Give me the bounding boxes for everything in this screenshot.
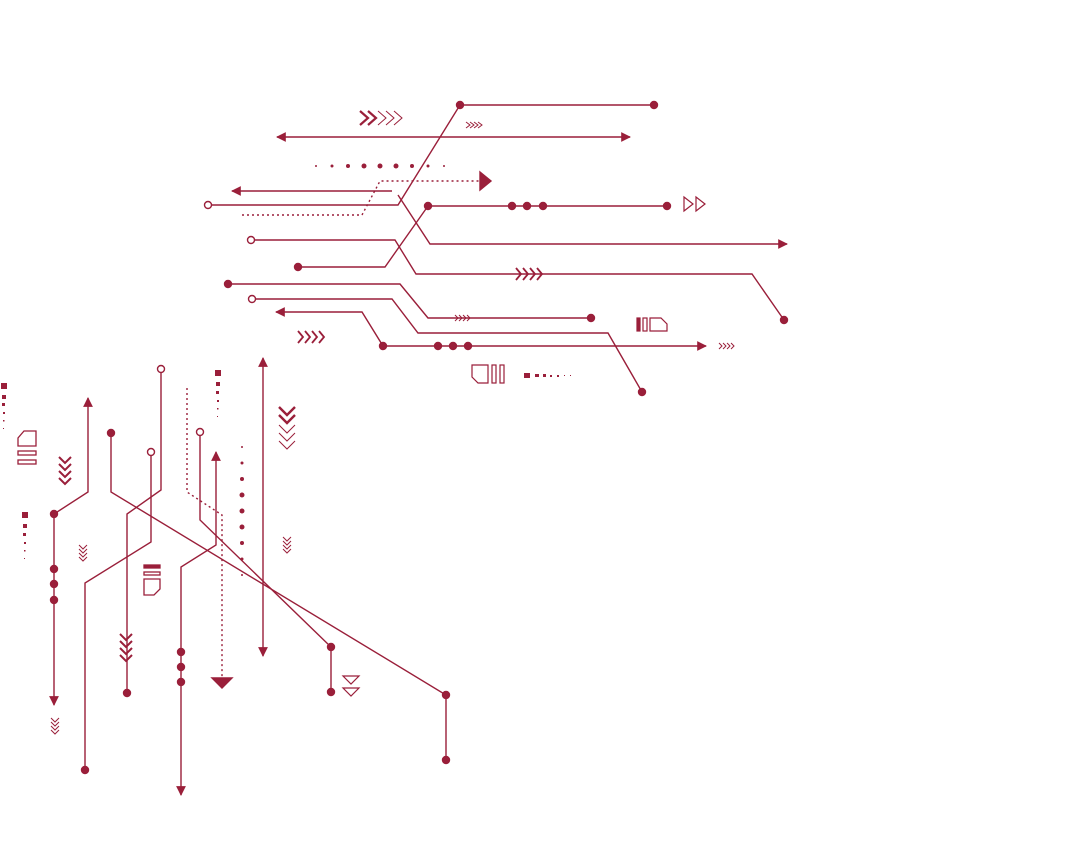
circuit-line xyxy=(84,452,152,770)
chevron-right-icon xyxy=(297,330,326,344)
circuit-line xyxy=(298,205,429,268)
chevron-right-icon xyxy=(465,121,483,129)
circuit-line xyxy=(251,239,785,321)
chevron-right-icon xyxy=(359,110,403,126)
arrow-line xyxy=(275,307,707,351)
circuit-line xyxy=(208,104,461,206)
arrow-line xyxy=(49,397,93,706)
triangle-down-outline-icon xyxy=(341,675,361,697)
chevron-down-icon xyxy=(78,544,88,562)
dot-column xyxy=(239,446,245,576)
chevron-down-icon xyxy=(50,717,60,735)
dot-row xyxy=(315,163,445,169)
chevron-down-icon xyxy=(58,456,72,486)
dotted-line xyxy=(186,388,223,678)
file-icon xyxy=(636,317,668,332)
play-outline-icon xyxy=(683,195,706,213)
file-icon xyxy=(143,564,161,596)
circuit-line xyxy=(110,433,447,760)
chevron-down-icon xyxy=(282,536,292,554)
square-dots-column xyxy=(1,383,7,429)
file-icon xyxy=(17,430,37,465)
node-ring xyxy=(203,200,213,210)
chevron-right-icon xyxy=(718,342,735,350)
node-dot xyxy=(649,100,659,110)
chevron-down-icon xyxy=(119,633,133,663)
triangle-arrow-icon xyxy=(479,170,493,192)
arrow-line xyxy=(176,451,221,796)
arrow-line-right xyxy=(397,194,788,249)
circuit-line xyxy=(228,283,591,319)
circuit-line xyxy=(126,369,162,693)
circuit-line xyxy=(199,432,332,692)
dotted-line xyxy=(242,180,482,216)
chevron-right-icon xyxy=(515,267,544,281)
file-icon xyxy=(471,364,571,384)
square-dots-column xyxy=(22,512,28,559)
triangle-down-icon xyxy=(210,677,234,689)
chevron-down-icon xyxy=(278,406,296,450)
square-dots-column xyxy=(215,370,221,417)
